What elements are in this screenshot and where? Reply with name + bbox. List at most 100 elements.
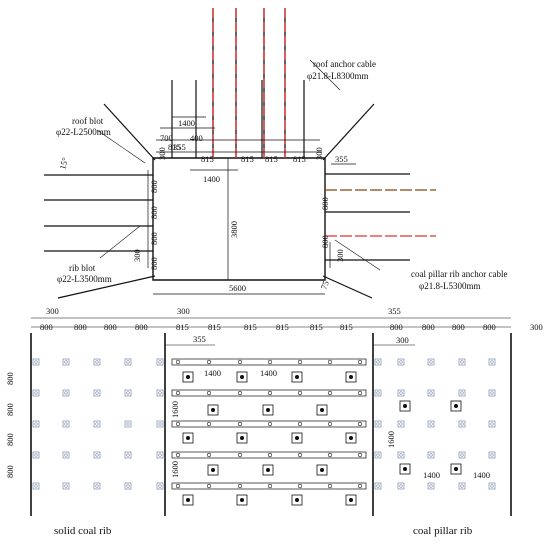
cable-anchor-dot bbox=[349, 436, 353, 440]
strap-bolt-hole bbox=[327, 452, 333, 458]
rib-bolt-symbol bbox=[156, 389, 164, 397]
plan-dimension-lines bbox=[31, 317, 511, 346]
plan-dim-rib: 800 bbox=[40, 322, 53, 332]
plan-dim-edge-right: 300 bbox=[530, 322, 543, 332]
dim-roof-angled-left: 300 bbox=[157, 147, 167, 160]
left-rib-bolts bbox=[44, 174, 153, 252]
rib-bolt-symbol bbox=[488, 420, 496, 428]
rib-bolt-symbol bbox=[93, 451, 101, 459]
plan-dim-rib-right: 800 bbox=[452, 322, 465, 332]
roof-bolts bbox=[171, 80, 305, 158]
rib-bolt-hole bbox=[158, 422, 162, 426]
cable-anchor-dot bbox=[320, 408, 324, 412]
label-rib-bolt-spec: φ22-L3500mm bbox=[57, 274, 112, 284]
rib-bolt-hole bbox=[158, 484, 162, 488]
w-steel-strap bbox=[171, 451, 367, 459]
rib-bolt-hole bbox=[460, 391, 464, 395]
strap-bolt-hole bbox=[237, 452, 243, 458]
rib-bolt-symbol bbox=[397, 451, 405, 459]
rib-bolt-hole bbox=[126, 484, 130, 488]
rib-bolt-hole bbox=[95, 484, 99, 488]
strap-bolt-hole bbox=[327, 483, 333, 489]
leader-lines bbox=[96, 59, 381, 271]
strap-bolt-hole bbox=[206, 390, 212, 396]
rib-bolt-symbol bbox=[427, 482, 435, 490]
rib-bolt-symbol bbox=[458, 389, 466, 397]
dim-height: 3800 bbox=[229, 221, 239, 238]
rib-bolt-symbol bbox=[62, 420, 70, 428]
cable-anchor-dot bbox=[266, 408, 270, 412]
cable-anchor-dot bbox=[403, 467, 407, 471]
cable-anchor-dot bbox=[186, 436, 190, 440]
rib-bolt-hole bbox=[34, 391, 38, 395]
cable-anchor-dot bbox=[295, 375, 299, 379]
dim-bolt-spacing: 815 bbox=[241, 154, 254, 164]
strap-bolt-hole bbox=[237, 421, 243, 427]
strap-bolt-hole bbox=[175, 359, 181, 365]
cable-anchor-dot bbox=[186, 498, 190, 502]
rib-bolt-hole bbox=[376, 422, 380, 426]
rib-bolt-hole bbox=[376, 391, 380, 395]
rib-bolt-symbol bbox=[427, 389, 435, 397]
dim-cable-spacing: 1400 bbox=[178, 118, 195, 128]
plan-dim-roof: 815 bbox=[340, 322, 353, 332]
rib-bolt-symbol bbox=[93, 482, 101, 490]
plan-dim-edge-right-inner: 300 bbox=[396, 335, 409, 345]
plan-dim-rib-vert: 800 bbox=[5, 372, 15, 385]
plan-dim-row-right: 1600 bbox=[386, 431, 396, 448]
rib-bolt-symbol bbox=[374, 358, 382, 366]
rib-bolt-symbol bbox=[374, 389, 382, 397]
plan-dim-rib-right: 800 bbox=[390, 322, 403, 332]
label-pillar-cable: coal pillar rib anchor cable bbox=[411, 269, 507, 279]
rib-bolt-symbol bbox=[32, 358, 40, 366]
rib-bolt-hole bbox=[158, 391, 162, 395]
rib-bolt-hole bbox=[64, 391, 68, 395]
strap-bolt-hole bbox=[267, 421, 273, 427]
strap-bolt-hole bbox=[357, 483, 363, 489]
rib-bolt-symbol bbox=[62, 451, 70, 459]
cable-anchor-dot bbox=[240, 375, 244, 379]
rib-bolt-symbol bbox=[124, 358, 132, 366]
rib-bolt-symbol bbox=[32, 482, 40, 490]
strap-bolt-hole bbox=[267, 483, 273, 489]
strap-bolt-hole bbox=[327, 421, 333, 427]
rib-bolt-hole bbox=[376, 453, 380, 457]
cable-anchor-dot bbox=[295, 436, 299, 440]
right-rib-supports bbox=[325, 173, 436, 261]
rib-bolt-hole bbox=[429, 360, 433, 364]
rib-bolt-symbol bbox=[124, 451, 132, 459]
rib-bolt-hole bbox=[64, 360, 68, 364]
strap-bolt-hole bbox=[297, 483, 303, 489]
rib-bolt-symbol bbox=[124, 420, 132, 428]
plan-dim-rib-right: 800 bbox=[422, 322, 435, 332]
rib-bolt-hole bbox=[376, 360, 380, 364]
dim-width: 5600 bbox=[229, 283, 246, 293]
plan-dim-rib-vert: 800 bbox=[5, 433, 15, 446]
rib-bolt-hole bbox=[126, 360, 130, 364]
rib-bolt-symbol bbox=[427, 358, 435, 366]
dim-bolt-spacing: 815 bbox=[265, 154, 278, 164]
roof-anchor-cables bbox=[212, 8, 286, 158]
rib-bolt-hole bbox=[399, 484, 403, 488]
rib-bolt-symbol bbox=[488, 482, 496, 490]
cable-anchor-dot bbox=[240, 436, 244, 440]
rib-bolt-symbol bbox=[488, 389, 496, 397]
rib-bolt-hole bbox=[158, 453, 162, 457]
cable-anchor-dot bbox=[186, 375, 190, 379]
plan-dim-roof: 815 bbox=[310, 322, 323, 332]
rib-bolt-hole bbox=[399, 360, 403, 364]
dim-rib-end-right: 300 bbox=[335, 249, 345, 262]
rib-bolt-symbol bbox=[62, 358, 70, 366]
rib-bolt-hole bbox=[429, 391, 433, 395]
rib-bolt-hole bbox=[399, 422, 403, 426]
corner-bolt-right bbox=[322, 103, 375, 161]
strap-bolt-hole bbox=[267, 359, 273, 365]
floor-bolt-right bbox=[322, 275, 373, 299]
dim-cable-spacing-lower: 1400 bbox=[203, 174, 220, 184]
rib-bolt-hole bbox=[490, 453, 494, 457]
rib-bolt-symbol bbox=[156, 358, 164, 366]
caption-coal-pillar-rib: coal pillar rib bbox=[413, 525, 473, 537]
rib-bolt-hole bbox=[429, 484, 433, 488]
rib-bolt-symbol bbox=[397, 389, 405, 397]
strap-bolt-hole bbox=[327, 390, 333, 396]
